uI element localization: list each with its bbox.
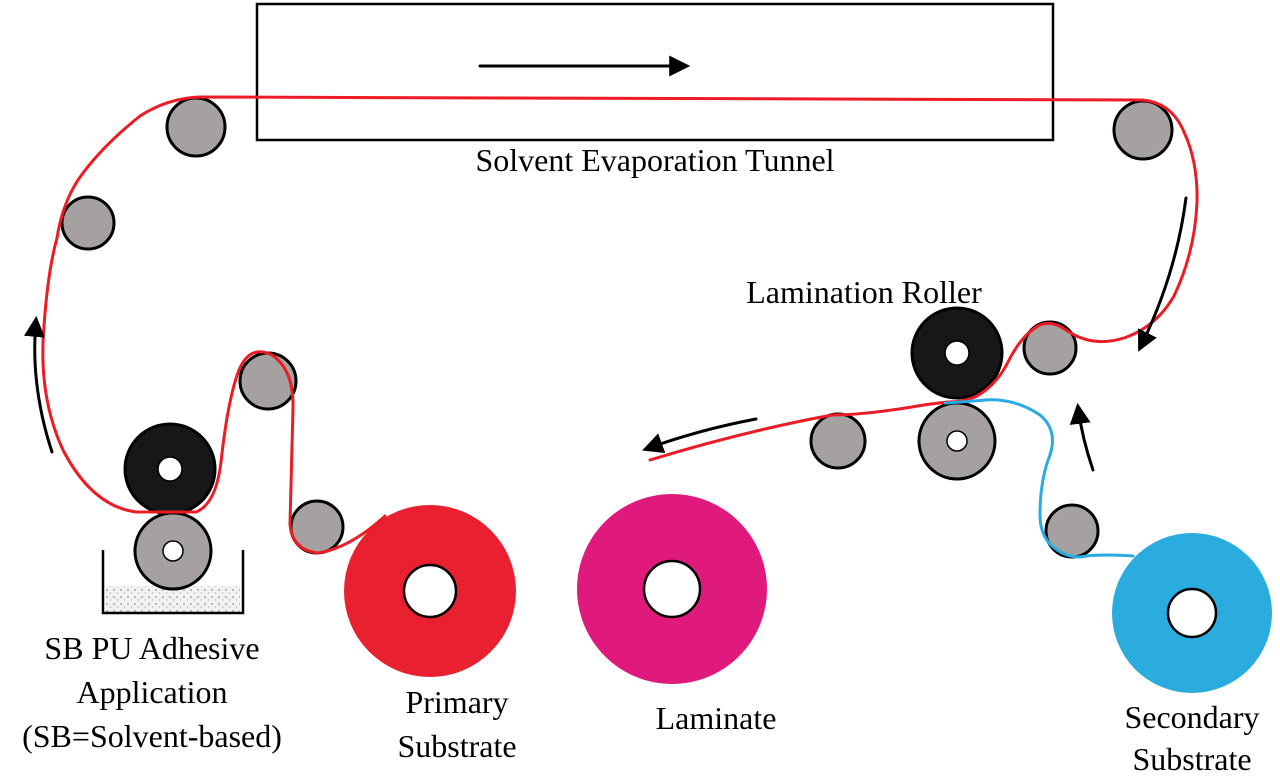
adhesive-station-label-line3: (SB=Solvent-based) — [22, 718, 282, 754]
web-up-arrow — [24, 315, 54, 454]
primary-substrate-label-line2: Substrate — [397, 728, 516, 764]
guide-roller — [809, 412, 867, 470]
lamination-backup-roller-center — [946, 430, 968, 452]
laminate-label: Laminate — [656, 700, 777, 736]
tunnel-label: Solvent Evaporation Tunnel — [475, 142, 834, 178]
adhesive-applicator-roller-center — [162, 540, 184, 562]
secondary-substrate-label-line2: Substrate — [1132, 741, 1251, 777]
web-down-arrow — [1138, 196, 1188, 352]
laminate-exit-arrow — [642, 417, 758, 454]
adhesive-station-label-line2: Application — [76, 674, 227, 710]
primary-roll-core — [402, 563, 458, 619]
adhesive-backing-roller-center — [157, 456, 183, 482]
secondary-roll-core — [1166, 587, 1218, 639]
guide-roller — [238, 351, 298, 411]
guide-roller — [1112, 99, 1174, 161]
solvent-tunnel-outline — [255, 2, 1055, 142]
secondary-substrate-label-line1: Secondary — [1124, 699, 1259, 735]
adhesive-station-label-line1: SB PU Adhesive — [44, 630, 259, 666]
lamination-roller-label: Lamination Roller — [746, 274, 982, 310]
guide-roller — [60, 195, 116, 251]
adhesive-tray — [101, 550, 245, 615]
primary-substrate-label-line1: Primary — [405, 684, 508, 720]
secondary-feed-arrow — [1069, 402, 1095, 472]
primary-web-path — [41, 95, 1199, 555]
lamination-roller-center — [944, 340, 970, 366]
secondary-web-path — [943, 398, 1135, 559]
guide-roller — [165, 96, 227, 158]
laminate-roll-core — [642, 559, 702, 619]
